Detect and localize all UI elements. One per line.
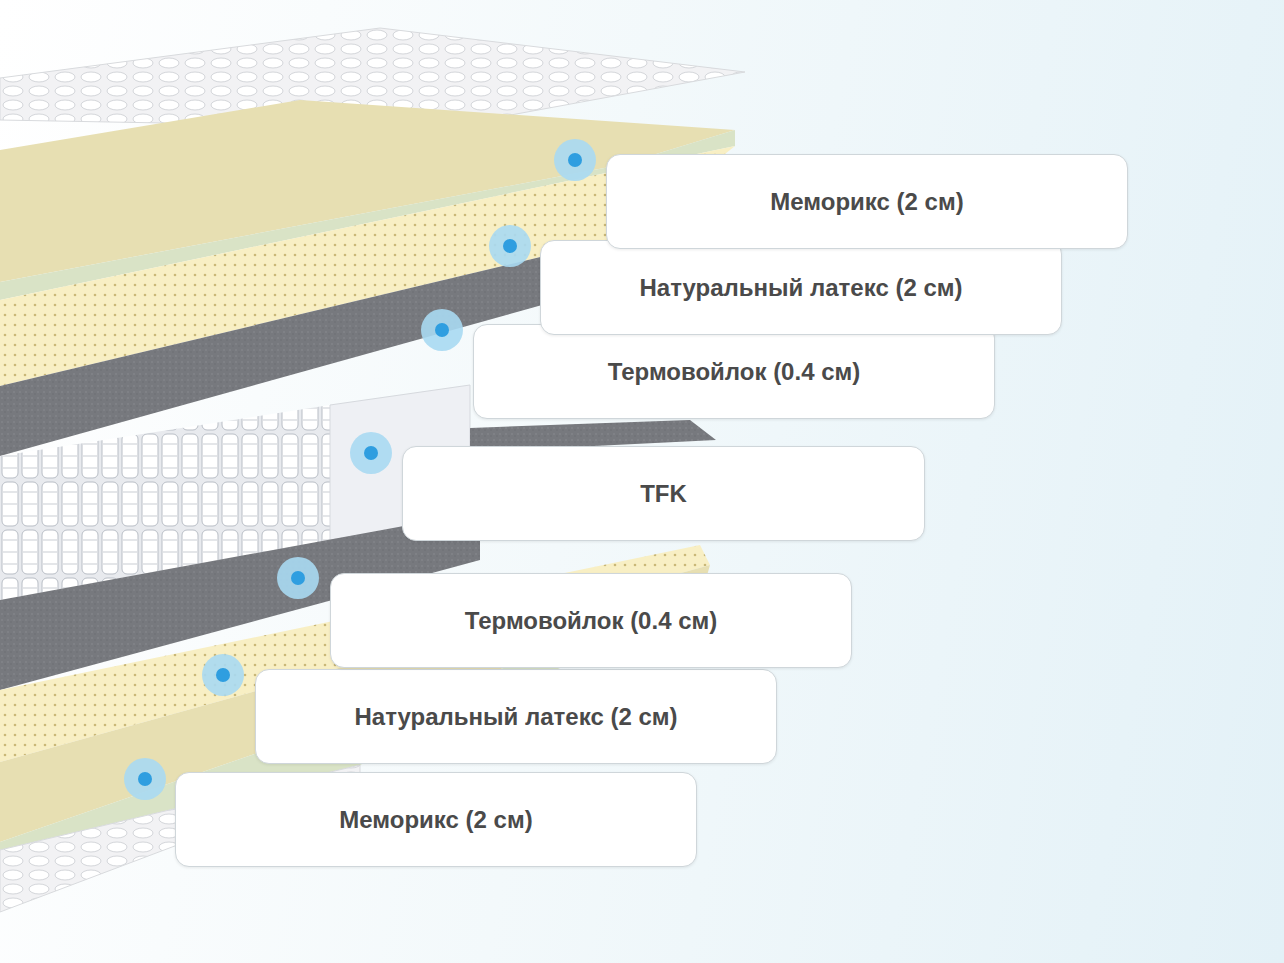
layer-label-box: Термовойлок (0.4 см): [473, 324, 995, 419]
layer-label: Меморикс (2 см): [770, 188, 963, 216]
layer-label-box: Термовойлок (0.4 см): [330, 573, 852, 668]
layer-label-box: Меморикс (2 см): [606, 154, 1128, 249]
layer-label-box: Меморикс (2 см): [175, 772, 697, 867]
layer-label: Термовойлок (0.4 см): [465, 607, 718, 635]
layer-label: Термовойлок (0.4 см): [608, 358, 861, 386]
layer-label: Меморикс (2 см): [339, 806, 532, 834]
layer-label: Натуральный латекс (2 см): [355, 703, 678, 731]
layer-label: TFK: [640, 480, 687, 508]
layer-label-box: Натуральный латекс (2 см): [255, 669, 777, 764]
layer-label-box: Натуральный латекс (2 см): [540, 240, 1062, 335]
layer-label-box: TFK: [402, 446, 925, 541]
layer-label: Натуральный латекс (2 см): [640, 274, 963, 302]
